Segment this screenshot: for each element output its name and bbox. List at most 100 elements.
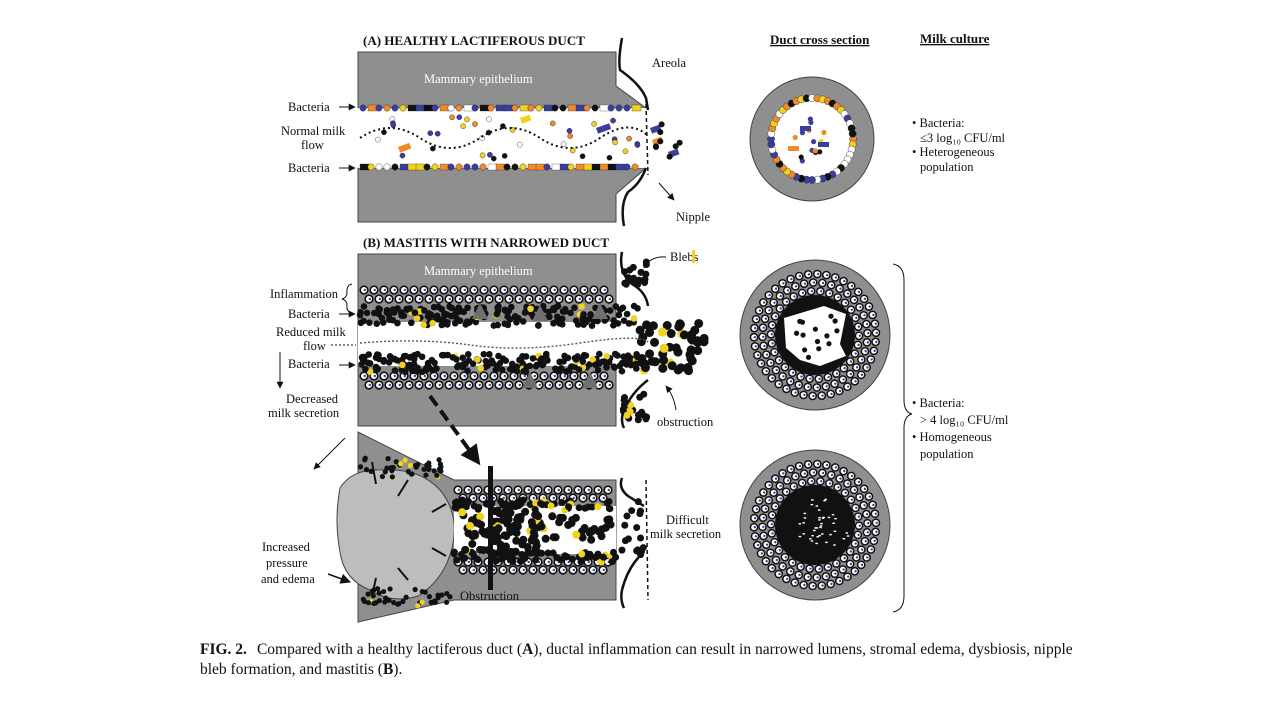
lumen-gap bbox=[811, 499, 814, 501]
bacterium bbox=[391, 599, 397, 606]
cell-nucleus bbox=[778, 359, 781, 362]
cell-nucleus bbox=[758, 309, 762, 312]
bacterium bbox=[594, 550, 602, 558]
bacterium bbox=[508, 360, 516, 368]
bacterium bbox=[824, 333, 830, 339]
cell-nucleus bbox=[798, 383, 801, 387]
bacterium bbox=[625, 320, 633, 327]
cell-nucleus bbox=[800, 375, 803, 378]
bacterium bbox=[535, 322, 542, 329]
panel-b-blebs-arrow bbox=[643, 256, 667, 269]
bacterium bbox=[399, 152, 406, 159]
cell-nucleus bbox=[825, 463, 829, 467]
cell-nucleus bbox=[522, 568, 525, 572]
panel-b-bacteria-layer-top bbox=[356, 302, 641, 329]
bacterium bbox=[666, 329, 676, 339]
bacterium bbox=[551, 104, 559, 112]
bacterium bbox=[606, 154, 613, 161]
cell-nucleus bbox=[791, 371, 795, 374]
cell-nucleus bbox=[562, 568, 565, 572]
cell-nucleus bbox=[791, 561, 795, 564]
cell-nucleus bbox=[834, 572, 837, 575]
bacterium bbox=[456, 114, 463, 121]
milk-culture-header: Milk culture bbox=[920, 31, 990, 46]
cell-nucleus bbox=[860, 358, 864, 361]
cell-nucleus bbox=[763, 344, 766, 348]
cell-nucleus bbox=[373, 374, 376, 378]
bacterium bbox=[666, 153, 673, 160]
bacterium bbox=[607, 104, 615, 112]
cell-nucleus bbox=[782, 375, 785, 378]
bacterium bbox=[380, 356, 388, 364]
panel-b-blebs-label: Blebs bbox=[670, 250, 699, 264]
cell-nucleus bbox=[458, 297, 461, 301]
bacterium bbox=[553, 313, 561, 321]
bacterium bbox=[358, 354, 366, 361]
cell-nucleus bbox=[863, 487, 867, 491]
cell-nucleus bbox=[492, 568, 495, 572]
bacterium bbox=[694, 318, 704, 328]
cell-nucleus bbox=[755, 317, 759, 321]
bacterium bbox=[595, 350, 603, 358]
cell-nucleus bbox=[789, 380, 793, 383]
culture-healthy: • Bacteria: ≤3 log₁₀ CFU/ml • Heterogene… bbox=[912, 116, 1006, 174]
bacterium bbox=[480, 350, 488, 358]
cell-nucleus bbox=[383, 288, 386, 292]
cell-nucleus bbox=[835, 562, 839, 565]
cell-nucleus bbox=[870, 358, 873, 361]
bacterium bbox=[630, 315, 638, 322]
cell-nucleus bbox=[562, 496, 565, 500]
bacterium bbox=[527, 305, 534, 313]
bacterium bbox=[667, 361, 677, 371]
bacterium bbox=[381, 129, 387, 136]
bacterium bbox=[623, 163, 631, 171]
cell-nucleus bbox=[458, 383, 461, 387]
cell-nucleus bbox=[538, 297, 541, 301]
cell-nucleus bbox=[413, 374, 416, 378]
culture-bracket bbox=[892, 263, 913, 613]
bacterium bbox=[551, 533, 560, 542]
cell-nucleus bbox=[448, 383, 451, 387]
bacterium bbox=[375, 305, 382, 312]
bacterium bbox=[451, 319, 459, 327]
cell-nucleus bbox=[800, 565, 803, 568]
bacterium bbox=[559, 308, 567, 315]
culture-b-line-1: • Bacteria: bbox=[912, 396, 965, 410]
cell-nucleus bbox=[762, 491, 766, 494]
cell-nucleus bbox=[503, 288, 506, 292]
lumen-gap bbox=[829, 533, 832, 536]
panel-a-bacteria-lining-bottom bbox=[359, 163, 639, 171]
cell-nucleus bbox=[809, 567, 812, 570]
cell-nucleus bbox=[608, 383, 611, 387]
cell-nucleus bbox=[803, 393, 806, 397]
cell-nucleus bbox=[588, 297, 591, 301]
cell-nucleus bbox=[875, 521, 878, 524]
bacterium bbox=[635, 325, 645, 335]
cell-nucleus bbox=[850, 308, 854, 311]
cell-nucleus bbox=[383, 374, 386, 378]
cell-nucleus bbox=[812, 584, 815, 588]
cell-nucleus bbox=[825, 385, 828, 388]
cell-nucleus bbox=[850, 474, 854, 478]
bacterium bbox=[610, 117, 616, 124]
cell-nucleus bbox=[786, 387, 789, 391]
bacterium bbox=[493, 362, 501, 370]
cell-nucleus bbox=[784, 365, 787, 369]
bacterium bbox=[375, 163, 383, 171]
panel-b-lower-skin-edge bbox=[619, 477, 645, 609]
cell-nucleus bbox=[527, 560, 530, 564]
lumen-gap bbox=[845, 532, 849, 534]
bacterium bbox=[437, 461, 444, 467]
bacterium bbox=[382, 469, 388, 475]
panel-a-lumen-bacteria bbox=[375, 114, 683, 162]
cell-nucleus bbox=[408, 383, 411, 387]
bacterium bbox=[391, 163, 399, 171]
bacterium bbox=[501, 306, 509, 314]
cell-nucleus bbox=[828, 292, 832, 295]
bacterium bbox=[816, 346, 822, 352]
cell-nucleus bbox=[448, 297, 451, 301]
bacterium bbox=[415, 104, 426, 112]
cell-nucleus bbox=[532, 496, 535, 500]
cell-nucleus bbox=[508, 383, 511, 387]
cell-nucleus bbox=[607, 488, 610, 492]
